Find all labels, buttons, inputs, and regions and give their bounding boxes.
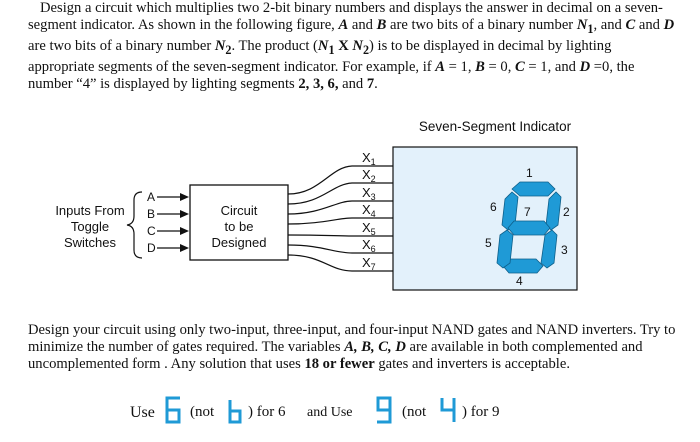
x1-label: X1 [362,150,376,167]
indicator-title: Seven-Segment Indicator [419,119,572,134]
inputs-label-line3: Switches [64,235,117,250]
input-var-a: A [147,190,155,204]
wire-x3 [287,200,398,215]
segment-number-4: 4 [516,274,523,288]
for-six-text: ) for 6 [248,404,286,420]
segment-number-6: 6 [490,200,497,214]
segment-number-7: 7 [524,205,531,219]
use-text-1: Use [130,404,155,421]
circuit-figure: Inputs From Toggle Switches A B C D Circ… [55,119,578,291]
digit-six-preferred-icon [165,396,181,424]
segment-number-1: 1 [526,166,533,180]
segment-1 [511,181,556,197]
digit-nine-preferred-icon [376,396,392,424]
input-var-d: D [147,241,156,255]
x2-label: X2 [362,167,376,184]
segment-number-5: 5 [485,236,492,250]
inputs-label-line2: Toggle [71,219,109,234]
wire-x6 [287,244,420,254]
not-text-2: (not [402,404,427,420]
wire-x5 [287,234,398,237]
input-var-c: C [147,224,156,238]
wire-x7 [287,254,398,272]
segment-number-2: 2 [563,205,570,219]
design-instructions: Design your circuit using only two-input… [28,322,676,372]
circuit-box [189,184,289,261]
circuit-label-line2: to be [225,219,254,234]
wire-x2 [287,182,420,205]
circuit-label-line3: Designed [212,235,267,250]
digit-six-alt-icon [228,400,242,424]
input-brace [126,191,143,259]
wire-x4 [287,217,420,225]
digit-style-note: Use (not ) for 6 and Use (not ) for 9 [130,396,550,428]
digit-nine-alt-icon [440,398,456,422]
segment-7 [507,220,551,236]
segment-5 [496,229,514,269]
for-nine-text: ) for 9 [462,404,500,420]
segment-3 [540,229,558,269]
inputs-label-line1: Inputs From [55,203,124,218]
wire-x1 [287,165,398,195]
x6-label: X6 [362,237,376,254]
input-var-b: B [147,207,155,221]
x3-label: X3 [362,185,376,202]
circuit-label-line1: Circuit [221,203,258,218]
problem-statement: Design a circuit which multiplies two 2-… [28,0,675,92]
x7-label: X7 [362,255,376,272]
x4-label: X4 [362,202,376,219]
and-use-text: and Use [307,405,353,420]
segment-number-3: 3 [561,243,568,257]
x5-label: X5 [362,220,376,237]
not-text-1: (not [190,404,215,420]
